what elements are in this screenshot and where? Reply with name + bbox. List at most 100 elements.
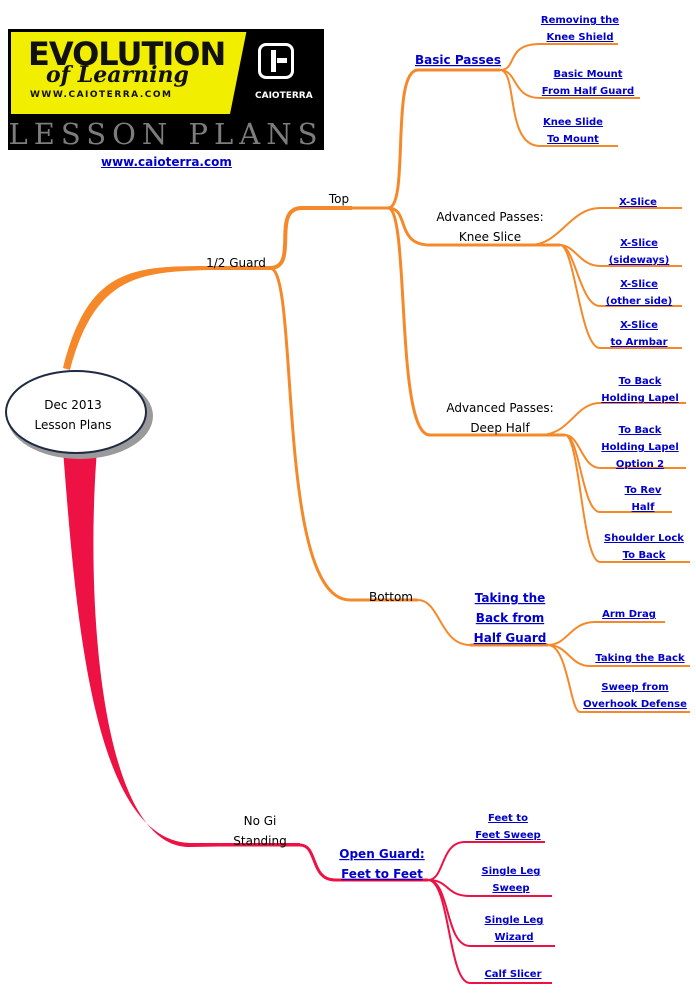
node-basic-passes-line: Basic Passes: [415, 53, 501, 67]
node-x-slice-other-side-line: (other side): [606, 296, 672, 307]
node-to-rev-half-line: Half: [632, 502, 656, 513]
node-feet-sweep[interactable]: Feet to Feet Sweep: [475, 813, 540, 841]
node-no-gi-standing-line: No Gi: [244, 814, 277, 828]
node-half-guard: 1/2 Guard: [206, 256, 266, 270]
node-open-guard-line: Feet to Feet: [341, 867, 423, 881]
node-single-leg-sweep-line: Single Leg: [482, 866, 541, 877]
logo-brand-mark: CAIOTERRA: [255, 91, 313, 101]
node-x-slice-line: X-Slice: [619, 197, 657, 208]
node-top-line: Top: [328, 192, 349, 206]
connector-line-20: [547, 644, 581, 713]
node-x-slice-sideways-line: (sideways): [609, 255, 670, 266]
evolution-of-learning-logo: EVOLUTION of Learning WWW.CAIOTERRA.COM …: [8, 29, 324, 151]
connector-line-1: [268, 266, 352, 602]
node-to-rev-half-line: To Rev: [625, 485, 662, 496]
node-to-back-lapel-2-line: To Back: [619, 425, 662, 436]
branch-root-to-half-guard: [63, 266, 210, 370]
connector-line-16: [564, 434, 601, 563]
node-x-slice-sideways-line: X-Slice: [620, 238, 658, 249]
node-sweep-overhook-line: Sweep from: [601, 682, 668, 693]
node-bottom-line: Bottom: [369, 590, 413, 604]
node-knee-slide-line: To Mount: [547, 134, 599, 145]
connector-line-8: [499, 69, 541, 147]
node-x-slice-armbar[interactable]: X-Slice to Armbar: [610, 320, 667, 348]
node-x-slice[interactable]: X-Slice: [619, 197, 657, 208]
node-to-back-lapel-2-line: Option 2: [616, 459, 664, 470]
node-to-back-lapel-line: To Back: [619, 376, 662, 387]
node-arm-drag[interactable]: Arm Drag: [602, 609, 656, 620]
node-advanced-knee-slice-line: Advanced Passes:: [436, 210, 543, 224]
node-advanced-deep-half-line: Deep Half: [470, 421, 530, 435]
node-taking-back-half-line: Taking the: [475, 591, 546, 605]
connector-line-0: [268, 206, 304, 270]
node-top: Top: [328, 192, 349, 206]
logo-subtitle: LESSON PLANS: [8, 117, 324, 151]
connector-line-4: [386, 206, 432, 247]
logo-brand-script: of Learning: [46, 62, 189, 88]
node-single-leg-sweep-line: Sweep: [492, 883, 529, 894]
node-bottom: Bottom: [369, 590, 413, 604]
root-line-2-line: Lesson Plans: [35, 418, 112, 432]
node-single-leg-wizard-line: Wizard: [494, 932, 533, 943]
node-knee-slide-line: Knee Slide: [543, 117, 603, 128]
node-basic-mount-line: Basic Mount: [554, 69, 623, 80]
node-feet-sweep-line: Feet to: [488, 813, 528, 824]
node-sweep-overhook-line: Overhook Defense: [583, 699, 687, 710]
node-advanced-deep-half: Advanced Passes: Deep Half: [446, 401, 553, 435]
connector-line-25: [427, 879, 471, 984]
root-node-bubble: [5, 370, 147, 454]
node-removing-knee-shield-line: Removing the: [541, 15, 619, 26]
connector-line-22: [427, 841, 466, 881]
connector-line-18: [547, 621, 596, 646]
node-x-slice-armbar-line: X-Slice: [620, 320, 658, 331]
node-taking-back-half-line: Half Guard: [474, 631, 547, 645]
node-calf-slicer[interactable]: Calf Slicer: [484, 969, 541, 980]
connector-line-5: [386, 206, 432, 437]
node-advanced-deep-half-line: Advanced Passes:: [446, 401, 553, 415]
node-advanced-knee-slice-line: Knee Slice: [459, 230, 521, 244]
node-knee-slide[interactable]: Knee Slide To Mount: [543, 117, 603, 145]
logo-brand-top: EVOLUTION: [28, 35, 226, 73]
node-x-slice-other-side-line: X-Slice: [620, 279, 658, 290]
node-to-back-lapel-2-line: Holding Lapel: [601, 442, 679, 453]
node-half-guard-line: 1/2 Guard: [206, 256, 266, 270]
node-calf-slicer-line: Calf Slicer: [484, 969, 541, 980]
connector-line-6: [499, 43, 541, 71]
website-link[interactable]: www.caioterra.com: [101, 155, 232, 169]
connector-line-17: [417, 599, 471, 646]
node-arm-drag-line: Arm Drag: [602, 609, 656, 620]
node-open-guard[interactable]: Open Guard:Feet to Feet: [339, 847, 424, 881]
branch-root-to-no-gi: [63, 450, 300, 848]
node-taking-the-back[interactable]: Taking the Back: [595, 653, 685, 664]
node-advanced-knee-slice: Advanced Passes: Knee Slice: [436, 210, 543, 244]
node-taking-back-half-line: Back from: [476, 611, 544, 625]
root-line-2: Lesson Plans: [35, 418, 112, 432]
connector-line-12: [559, 244, 601, 349]
node-basic-passes[interactable]: Basic Passes: [415, 53, 501, 67]
connector-line-21: [298, 843, 337, 882]
node-shoulder-lock-line: To Back: [623, 550, 666, 561]
node-x-slice-armbar-line: to Armbar: [610, 337, 667, 348]
node-basic-mount-line: From Half Guard: [542, 86, 634, 97]
connector-line-11: [559, 244, 601, 307]
node-x-slice-sideways[interactable]: X-Slice (sideways): [609, 238, 670, 266]
caioterra-mark-icon: [258, 43, 294, 79]
node-feet-sweep-line: Feet Sweep: [475, 830, 540, 841]
logo-url-text: WWW.CAIOTERRA.COM: [30, 90, 173, 100]
node-removing-knee-shield-line: Knee Shield: [546, 32, 613, 43]
node-x-slice-other-side[interactable]: X-Slice (other side): [606, 279, 672, 307]
root-line-1: Dec 2013: [44, 398, 102, 412]
node-to-back-lapel-line: Holding Lapel: [601, 393, 679, 404]
